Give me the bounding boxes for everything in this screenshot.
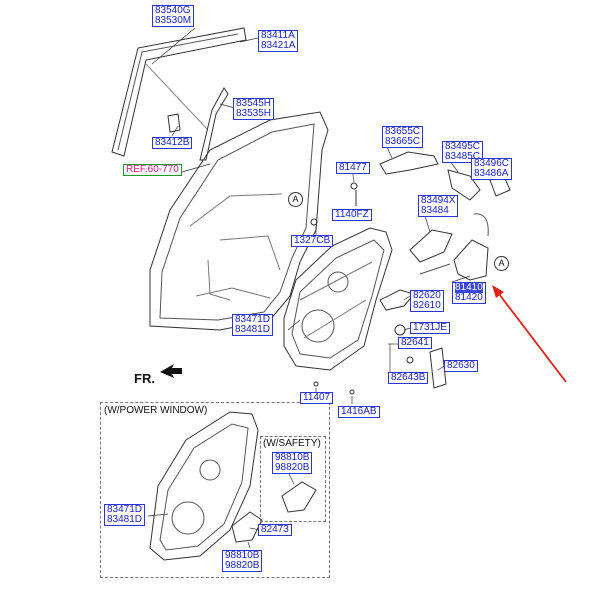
front-label: FR. <box>134 371 155 386</box>
door-frame <box>149 111 329 331</box>
door-module-panel-power <box>149 411 259 561</box>
rod-83495c <box>447 169 481 201</box>
part-label: 81477 <box>336 162 370 174</box>
door-module-panel <box>283 227 393 371</box>
cover-82630 <box>429 347 447 389</box>
clip-83412b <box>167 113 181 133</box>
part-label: 1731JE <box>410 322 450 334</box>
front-arrow <box>160 364 182 378</box>
window-glass <box>111 27 247 157</box>
part-label: 1327CB <box>291 235 334 247</box>
safety-box <box>260 436 326 522</box>
handle-83655c <box>379 151 439 175</box>
part-label: 11407 <box>300 392 334 404</box>
grommet-1731je <box>394 324 406 336</box>
part-label: 83412B <box>152 137 193 149</box>
part-label: 1140FZ <box>332 209 372 221</box>
callout-arrow <box>495 289 567 383</box>
latch-81410 <box>453 239 489 281</box>
part-label: 82473 <box>258 524 292 536</box>
motor-safety <box>281 481 317 513</box>
run-channel <box>199 87 229 161</box>
motor-power <box>231 511 263 543</box>
reference-circle-a: A <box>494 256 509 271</box>
inner-handle-82620 <box>379 289 415 311</box>
part-label: 82643B <box>388 372 429 384</box>
power-window-box <box>100 402 330 578</box>
power-window-title: (W/POWER WINDOW) <box>104 405 208 416</box>
reference-label: REF.60-770 <box>123 164 182 176</box>
safety-title: (W/SAFETY) <box>263 438 321 449</box>
part-label: 82630 <box>444 360 478 372</box>
part-label: 1416AB <box>338 406 380 418</box>
handle-83494x <box>409 229 453 263</box>
part-label: 82641 <box>398 337 432 349</box>
reference-circle-a: A <box>288 192 303 207</box>
